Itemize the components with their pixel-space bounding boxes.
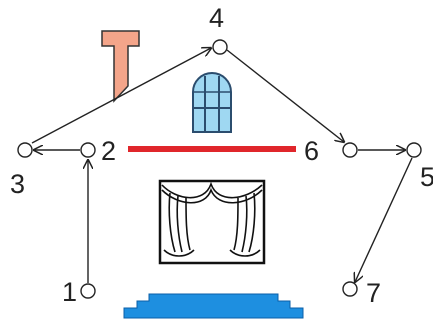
node-4: [212, 39, 228, 55]
edge-4-6: [226, 49, 344, 142]
node-5: [406, 142, 422, 158]
edge-5-7: [355, 157, 413, 282]
chimney-icon: [101, 30, 140, 103]
node-label-6: 6: [304, 136, 319, 166]
node-6: [342, 142, 358, 158]
node-label-1: 1: [62, 277, 77, 307]
node-3: [17, 142, 33, 158]
arched-window-icon: [192, 72, 232, 133]
node-2: [80, 142, 96, 158]
node-label-7: 7: [366, 278, 381, 308]
node-label-4: 4: [209, 3, 224, 33]
edges: [31, 48, 413, 283]
node-label-3: 3: [10, 169, 25, 199]
nodes: [17, 39, 422, 299]
edge-3-4: [31, 48, 211, 144]
node-7: [342, 281, 358, 297]
theater-curtain-icon: [158, 179, 266, 265]
stairs-icon: [123, 293, 304, 319]
node-1: [80, 283, 96, 299]
node-label-2: 2: [101, 136, 116, 166]
node-label-5: 5: [420, 162, 433, 192]
